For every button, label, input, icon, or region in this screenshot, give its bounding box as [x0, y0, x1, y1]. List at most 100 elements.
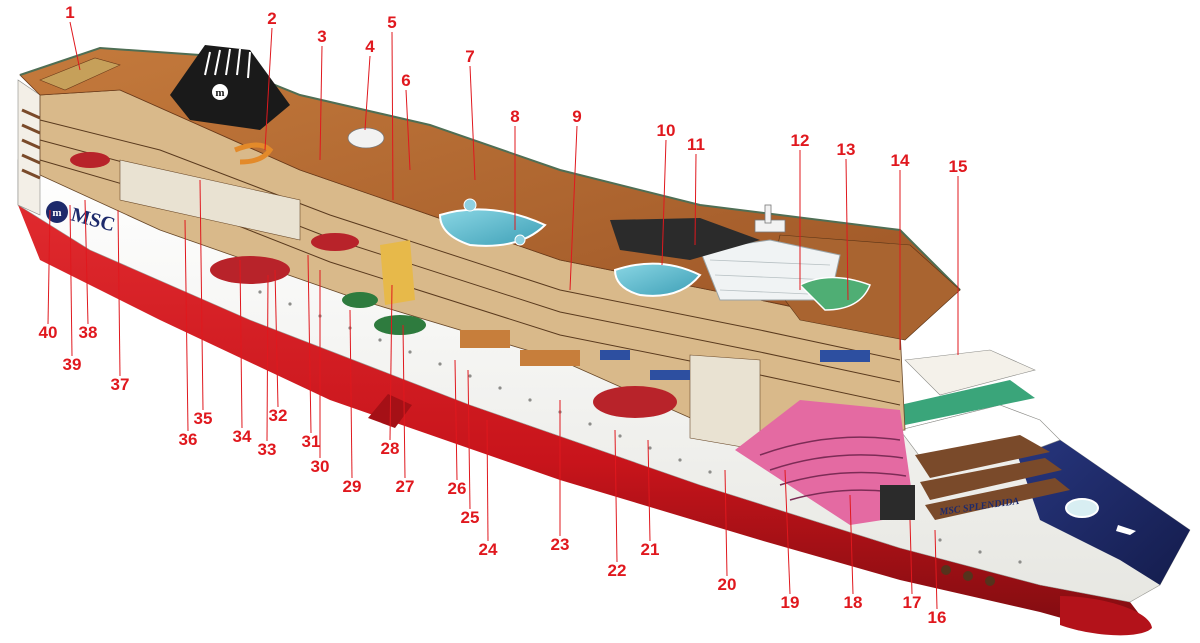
hull-red-keel — [18, 205, 1150, 633]
theater-stage — [880, 485, 915, 520]
callout-leader-20 — [724, 469, 728, 577]
bow-jacuzzi — [1065, 498, 1099, 518]
callout-number-31: 31 — [302, 432, 321, 451]
callout-number-22: 22 — [608, 561, 627, 580]
jacuzzis — [463, 198, 526, 246]
callout-number-5: 5 — [387, 13, 396, 32]
funnel-vents — [204, 48, 251, 79]
callout-leader-18 — [849, 494, 854, 595]
callout-leader-40 — [47, 209, 51, 325]
callout-leader-11 — [694, 153, 697, 246]
callout-number-25: 25 — [461, 508, 480, 527]
callout-leader-10 — [661, 139, 667, 266]
callout-leader-16 — [934, 529, 938, 610]
stern-balconies — [21, 108, 41, 180]
callout-number-28: 28 — [381, 439, 400, 458]
deck-railing — [19, 46, 961, 291]
funnel-logo-text: m — [215, 87, 224, 99]
callout-leader-31 — [307, 254, 312, 434]
callout-leader-33 — [266, 274, 269, 442]
callout-number-6: 6 — [401, 71, 410, 90]
aft-cabin-tower — [119, 159, 301, 241]
radar-mast — [347, 127, 786, 233]
theater-rows — [759, 436, 910, 501]
callout-number-2: 2 — [267, 9, 276, 28]
callout-number-38: 38 — [79, 323, 98, 342]
callout-number-30: 30 — [311, 457, 330, 476]
callout-number-34: 34 — [233, 427, 252, 446]
callout-leader-36 — [184, 219, 189, 432]
callout-leader-2 — [264, 27, 273, 151]
callout-leader-29 — [349, 309, 353, 479]
callout-number-14: 14 — [891, 151, 910, 170]
callout-number-16: 16 — [928, 608, 947, 627]
callout-number-29: 29 — [343, 477, 362, 496]
callout-leader-35 — [199, 179, 204, 411]
callout-leader-4 — [364, 55, 371, 131]
callout-number-36: 36 — [179, 430, 198, 449]
callout-leader-37 — [117, 209, 121, 377]
callout-leader-39 — [69, 204, 73, 357]
spa-pool — [798, 276, 871, 311]
callout-number-27: 27 — [396, 477, 415, 496]
water-slide — [234, 142, 274, 165]
callout-leader-17 — [909, 519, 913, 595]
central-areas — [460, 330, 580, 366]
callout-leaders — [47, 21, 959, 610]
callout-leader-38 — [84, 199, 89, 325]
callout-number-33: 33 — [258, 440, 277, 459]
callout-leader-9 — [569, 125, 578, 291]
callout-number-1: 1 — [65, 3, 74, 22]
hawse-holes — [941, 565, 995, 586]
callout-number-19: 19 — [781, 593, 800, 612]
bow-navy — [1000, 405, 1190, 585]
callout-number-40: 40 — [39, 323, 58, 342]
theater — [735, 400, 915, 525]
callout-leader-3 — [319, 45, 323, 161]
callout-leader-25 — [467, 369, 471, 510]
callout-leader-32 — [274, 269, 279, 408]
portholes — [228, 278, 1022, 564]
lounge-areas — [342, 292, 426, 335]
bulbous-bow — [1060, 596, 1152, 636]
svg-text:m: m — [52, 207, 61, 219]
callout-number-24: 24 — [479, 540, 498, 559]
callout-number-11: 11 — [687, 135, 705, 154]
callout-number-35: 35 — [194, 409, 213, 428]
callout-leader-27 — [402, 324, 406, 479]
forward-cabin-tower — [689, 354, 761, 451]
callout-number-26: 26 — [448, 479, 467, 498]
callout-number-17: 17 — [903, 593, 922, 612]
blue-lounges — [600, 350, 870, 380]
restaurant-areas — [70, 152, 677, 418]
callout-leader-5 — [391, 31, 394, 201]
sports-deck — [610, 218, 760, 260]
callout-number-7: 7 — [465, 47, 474, 66]
callout-number-23: 23 — [551, 535, 570, 554]
stern-cabin-block — [17, 79, 41, 216]
callout-number-4: 4 — [365, 37, 375, 56]
callout-number-20: 20 — [718, 575, 737, 594]
pool-forward — [613, 262, 702, 297]
callout-leader-34 — [239, 259, 243, 429]
callout-leader-6 — [405, 89, 411, 171]
callout-leader-13 — [845, 158, 849, 301]
callout-number-13: 13 — [837, 140, 856, 159]
callout-leader-1 — [69, 21, 81, 71]
aft-sun-deck — [39, 57, 121, 91]
callout-number-9: 9 — [572, 107, 581, 126]
callout-number-15: 15 — [949, 157, 968, 176]
callout-number-3: 3 — [317, 27, 326, 46]
funnel-logo — [212, 84, 228, 100]
callout-leader-24 — [486, 419, 489, 542]
callout-number-37: 37 — [111, 375, 130, 394]
callout-number-10: 10 — [657, 121, 676, 140]
callout-number-18: 18 — [844, 593, 863, 612]
atrium — [380, 240, 415, 305]
callout-number-21: 21 — [641, 540, 660, 559]
callout-number-39: 39 — [63, 355, 82, 374]
callout-leader-22 — [614, 429, 618, 563]
